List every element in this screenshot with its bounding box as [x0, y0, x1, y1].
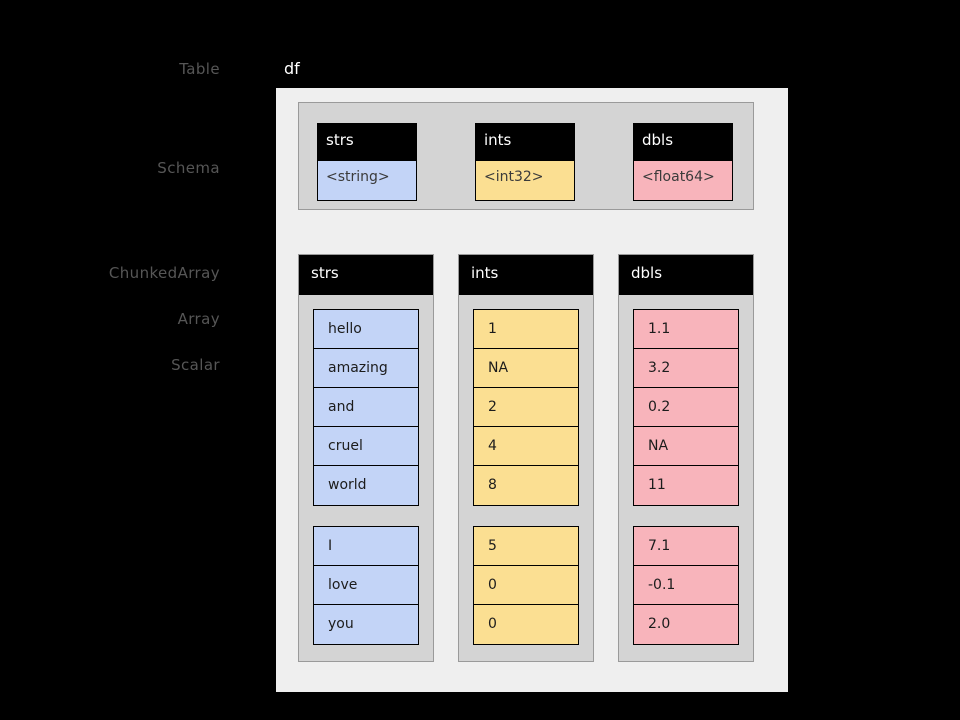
cell-ints-0-1: NA	[474, 349, 578, 388]
cell-ints-1-1: 0	[474, 566, 578, 605]
chunk-dbls-0: 1.1 3.2 0.2 NA 11	[633, 309, 739, 506]
cell-dbls-0-2: 0.2	[634, 388, 738, 427]
cell-dbls-0-4: 11	[634, 466, 738, 505]
cell-dbls-0-1: 3.2	[634, 349, 738, 388]
schema-field-dbls: dbls <float64>	[633, 123, 733, 209]
chunked-array-columns: strs hello amazing and cruel world I lov…	[298, 254, 776, 674]
chunk-ints-1: 5 0 0	[473, 526, 579, 645]
table-panel: strs <string> ints <int32> dbls <float64…	[276, 88, 788, 692]
cell-strs-0-4: world	[314, 466, 418, 505]
column-header: strs	[299, 255, 433, 295]
arrow-schema-icon	[248, 167, 290, 169]
cell-strs-1-2: you	[314, 605, 418, 644]
schema-field-name: dbls	[633, 123, 733, 161]
column-header: dbls	[619, 255, 753, 295]
cell-dbls-1-2: 2.0	[634, 605, 738, 644]
schema-field-ints: ints <int32>	[475, 123, 575, 209]
label-array: Array	[177, 310, 220, 328]
arrow-chunked-array-icon	[248, 271, 292, 273]
schema-field-name: ints	[475, 123, 575, 161]
schema-field-type: <float64>	[633, 161, 733, 201]
cell-dbls-0-0: 1.1	[634, 310, 738, 349]
cell-dbls-1-1: -0.1	[634, 566, 738, 605]
cell-strs-0-3: cruel	[314, 427, 418, 466]
cell-ints-1-2: 0	[474, 605, 578, 644]
cell-strs-1-0: I	[314, 527, 418, 566]
column-dbls: dbls 1.1 3.2 0.2 NA 11 7.1 -0.1 2.0	[618, 254, 754, 662]
label-scalar: Scalar	[171, 356, 220, 374]
schema-field-name: strs	[317, 123, 417, 161]
label-table: Table	[179, 60, 220, 78]
table-name: df	[284, 59, 300, 78]
column-strs: strs hello amazing and cruel world I lov…	[298, 254, 434, 662]
schema-field-type: <int32>	[475, 161, 575, 201]
cell-ints-0-0: 1	[474, 310, 578, 349]
cell-ints-0-4: 8	[474, 466, 578, 505]
cell-strs-1-1: love	[314, 566, 418, 605]
cell-strs-0-0: hello	[314, 310, 418, 349]
label-schema: Schema	[157, 159, 220, 177]
chunk-strs-1: I love you	[313, 526, 419, 645]
schema-field-strs: strs <string>	[317, 123, 417, 209]
cell-ints-1-0: 5	[474, 527, 578, 566]
schema-field-type: <string>	[317, 161, 417, 201]
cell-dbls-0-3: NA	[634, 427, 738, 466]
column-ints: ints 1 NA 2 4 8 5 0 0	[458, 254, 594, 662]
cell-strs-0-1: amazing	[314, 349, 418, 388]
schema-band: strs <string> ints <int32> dbls <float64…	[298, 102, 754, 210]
cell-dbls-1-0: 7.1	[634, 527, 738, 566]
cell-ints-0-2: 2	[474, 388, 578, 427]
chunk-dbls-1: 7.1 -0.1 2.0	[633, 526, 739, 645]
label-chunked-array: ChunkedArray	[108, 264, 220, 282]
chunk-strs-0: hello amazing and cruel world	[313, 309, 419, 506]
column-header: ints	[459, 255, 593, 295]
chunk-ints-0: 1 NA 2 4 8	[473, 309, 579, 506]
cell-ints-0-3: 4	[474, 427, 578, 466]
cell-strs-0-2: and	[314, 388, 418, 427]
